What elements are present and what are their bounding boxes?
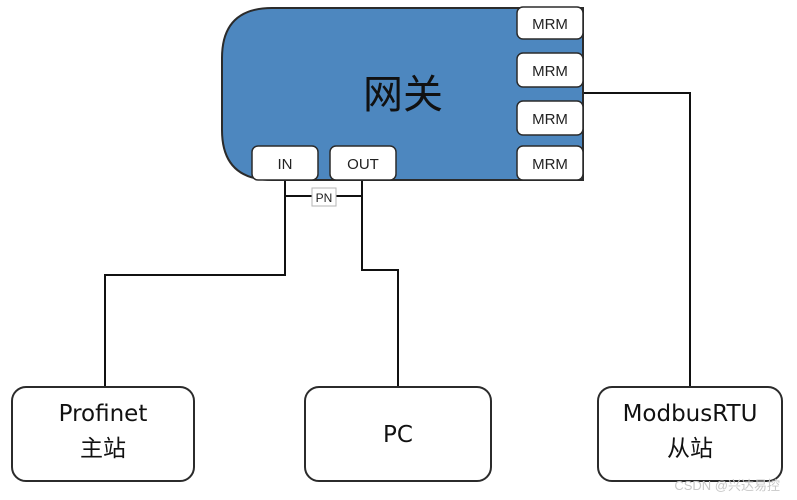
pn-label: PN	[316, 191, 333, 205]
mrm-port-1: MRM	[516, 6, 584, 40]
pn-label-box: PN	[311, 187, 337, 207]
mrm-port-label: MRM	[532, 111, 568, 128]
pc-label: PC	[383, 422, 413, 448]
modbus-label: ModbusRTU	[623, 401, 758, 427]
pc-box: PC	[304, 386, 492, 482]
in-port-label: IN	[278, 156, 293, 173]
wires	[104, 92, 691, 388]
mrm-port-label: MRM	[532, 16, 568, 33]
profinet-master-box: Profinet 主站	[11, 386, 195, 482]
mrm-port-label: MRM	[532, 63, 568, 80]
wire-in-to-profinet	[104, 178, 286, 388]
mrm-port-label: MRM	[532, 156, 568, 173]
out-port-label: OUT	[347, 156, 379, 173]
mrm-port-2: MRM	[516, 52, 584, 88]
wire-mrm-to-modbus	[583, 92, 691, 388]
gateway-label: 网关	[363, 72, 443, 118]
modbus-slave-box: ModbusRTU 从站	[597, 386, 783, 482]
out-port: OUT	[329, 145, 397, 181]
mrm-port-4: MRM	[516, 145, 584, 181]
profinet-label: Profinet	[59, 401, 148, 427]
wire-out-to-pc	[361, 178, 399, 388]
mrm-port-3: MRM	[516, 100, 584, 136]
profinet-sub-label: 主站	[80, 436, 126, 462]
modbus-sub-label: 从站	[667, 436, 713, 462]
in-port: IN	[251, 145, 319, 181]
watermark: CSDN @兴达易控	[674, 478, 780, 493]
